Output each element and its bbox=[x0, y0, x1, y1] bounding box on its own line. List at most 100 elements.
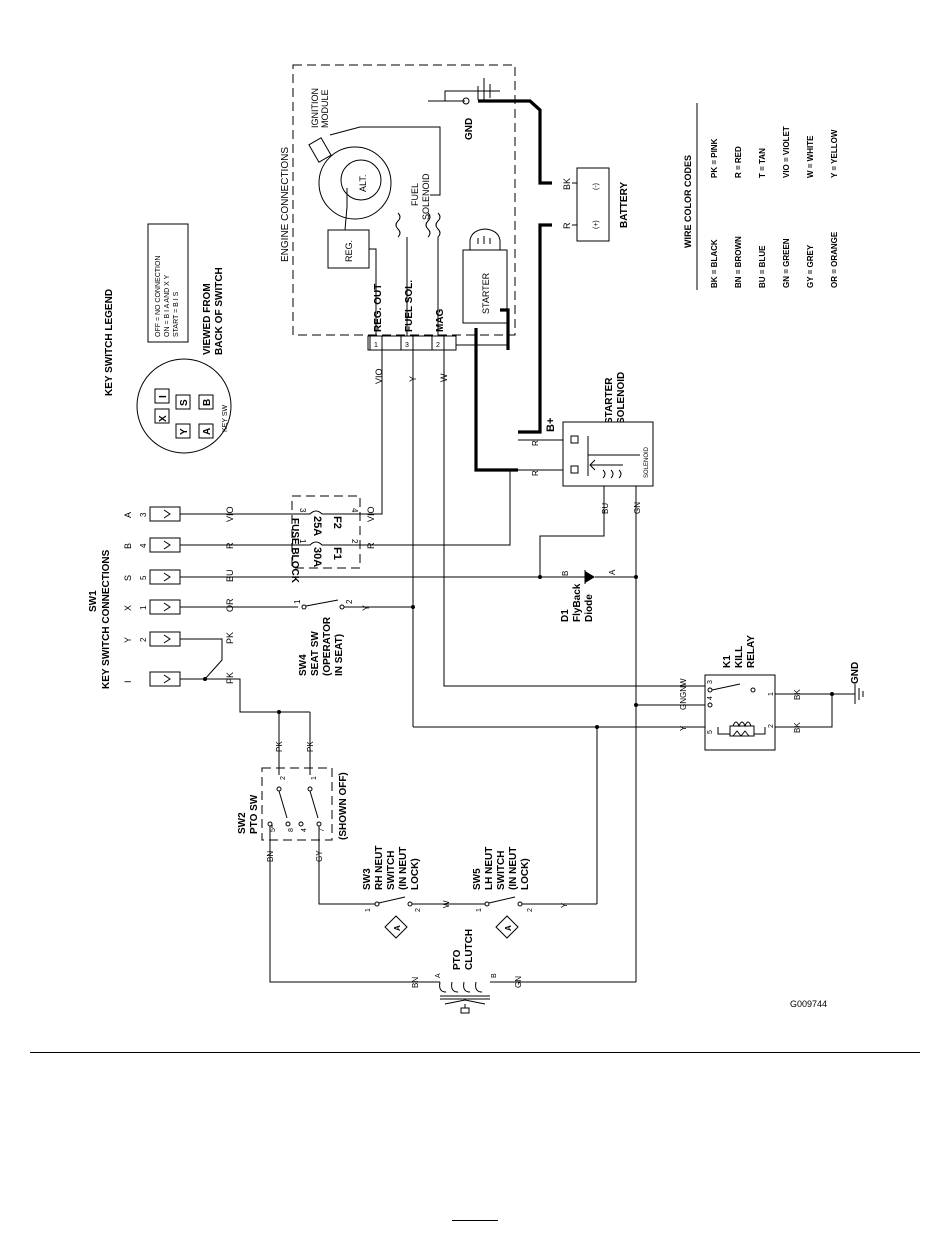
svg-text:1: 1 bbox=[139, 605, 148, 610]
gnd-label: GND bbox=[464, 118, 475, 140]
fuel-sol-label-1: FUEL bbox=[410, 183, 420, 206]
battery-cables bbox=[474, 99, 552, 472]
svg-text:PK: PK bbox=[275, 741, 284, 752]
key-switch-legend: KEY SWITCH LEGEND X I Y S A B KEY SW OFF… bbox=[104, 223, 232, 454]
svg-text:BK: BK bbox=[793, 722, 802, 733]
engine-dashed-border bbox=[292, 64, 516, 336]
legend-on: ON = B I A AND X Y bbox=[164, 274, 171, 337]
svg-text:SW3: SW3 bbox=[362, 868, 373, 890]
svg-text:S: S bbox=[123, 575, 133, 581]
svg-text:4: 4 bbox=[139, 543, 148, 548]
svg-text:4: 4 bbox=[707, 696, 714, 700]
fuel-solenoid-coil-1 bbox=[395, 212, 401, 238]
solenoid-box bbox=[562, 421, 654, 487]
key-switch-face bbox=[136, 358, 232, 454]
page-number-line bbox=[452, 1220, 498, 1221]
svg-text:T = TAN: T = TAN bbox=[758, 148, 767, 178]
svg-text:2: 2 bbox=[527, 908, 534, 912]
svg-text:SW2: SW2 bbox=[237, 812, 248, 834]
svg-text:1: 1 bbox=[298, 539, 307, 544]
ignition-label-1: IGNITION bbox=[310, 88, 320, 128]
battery-pos: (+) bbox=[593, 220, 600, 229]
svg-text:W: W bbox=[679, 678, 688, 686]
svg-text:1: 1 bbox=[768, 692, 775, 696]
pto-clutch: PTO CLUTCH A B BN GN bbox=[411, 929, 636, 1014]
svg-text:B: B bbox=[561, 571, 570, 576]
svg-text:A: A bbox=[123, 512, 133, 518]
svg-text:RH NEUT: RH NEUT bbox=[374, 846, 385, 890]
conn-pin-2: 2 bbox=[436, 342, 440, 349]
fuel-solenoid-coil-3 bbox=[425, 212, 431, 238]
svg-text:5: 5 bbox=[270, 828, 277, 832]
svg-text:30A: 30A bbox=[311, 547, 323, 567]
conn-mag: MAG bbox=[435, 308, 446, 332]
solenoid-title-2: SOLENOID bbox=[616, 372, 627, 424]
fuse-f1 bbox=[290, 541, 360, 546]
svg-text:SOLENOID: SOLENOID bbox=[644, 446, 650, 478]
starter-cap bbox=[469, 228, 501, 251]
svg-text:1: 1 bbox=[365, 908, 372, 912]
svg-text:BK: BK bbox=[793, 689, 802, 700]
sw4-seat-switch: 1 2 Y SW4 SEAT SW (OPERATOR IN SEAT) bbox=[293, 599, 415, 676]
svg-text:2: 2 bbox=[139, 637, 148, 642]
svg-text:PTO: PTO bbox=[452, 949, 463, 970]
svg-text:I: I bbox=[123, 680, 133, 683]
sw3-flag bbox=[384, 915, 408, 939]
svg-text:BK = BLACK: BK = BLACK bbox=[710, 239, 719, 288]
svg-text:A: A bbox=[435, 973, 442, 978]
svg-text:BN = BROWN: BN = BROWN bbox=[734, 236, 743, 288]
engine-harness: VIO Y W bbox=[374, 344, 690, 728]
svg-text:X: X bbox=[123, 605, 133, 611]
conn-pin-3: 3 bbox=[405, 342, 409, 349]
pto-switch-box bbox=[261, 767, 333, 841]
svg-text:PK = PINK: PK = PINK bbox=[710, 138, 719, 178]
svg-text:(IN NEUT: (IN NEUT bbox=[398, 847, 409, 890]
svg-text:R: R bbox=[531, 440, 540, 446]
svg-text:SWITCH: SWITCH bbox=[496, 851, 507, 890]
svg-text:A: A bbox=[393, 925, 402, 931]
sw1-connectors bbox=[149, 506, 181, 687]
svg-text:GN = GREEN: GN = GREEN bbox=[782, 238, 791, 288]
conn-pin-1: 1 bbox=[374, 342, 378, 349]
legend-s: S bbox=[179, 399, 190, 406]
svg-text:3: 3 bbox=[298, 508, 307, 513]
fuse-f2 bbox=[290, 510, 360, 515]
seat-switch-blade bbox=[305, 599, 339, 607]
svg-text:RELAY: RELAY bbox=[746, 635, 757, 668]
starter-cable bbox=[474, 328, 518, 472]
svg-text:Y: Y bbox=[361, 605, 371, 611]
engine-connections: ENGINE CONNECTIONS IGNITION MODULE ALT. … bbox=[280, 64, 516, 351]
svg-text:R: R bbox=[531, 470, 540, 476]
starter-label: STARTER bbox=[481, 272, 491, 314]
svg-text:SWITCH: SWITCH bbox=[386, 851, 397, 890]
svg-text:VIO: VIO bbox=[225, 506, 235, 522]
svg-text:5: 5 bbox=[707, 730, 714, 734]
svg-text:2: 2 bbox=[768, 724, 775, 728]
svg-text:W = WHITE: W = WHITE bbox=[806, 135, 815, 178]
svg-text:4: 4 bbox=[301, 828, 308, 832]
alternator bbox=[340, 159, 382, 201]
reg-label: REG. bbox=[344, 240, 354, 262]
sw5-flag bbox=[495, 915, 519, 939]
svg-text:BU: BU bbox=[225, 569, 235, 582]
svg-text:GND: GND bbox=[850, 662, 861, 684]
svg-text:GN: GN bbox=[514, 976, 523, 988]
ignition-module bbox=[308, 137, 332, 163]
alt-label: ALT. bbox=[358, 175, 368, 192]
svg-text:SW5: SW5 bbox=[472, 868, 483, 890]
figure-id: G009744 bbox=[790, 999, 827, 1009]
svg-text:BN: BN bbox=[411, 977, 420, 988]
ignition-wire bbox=[329, 126, 441, 196]
svg-text:GY: GY bbox=[315, 850, 324, 862]
sw1-key-switch: SW1 KEY SWITCH CONNECTIONS A B S X Y I 3… bbox=[88, 506, 592, 713]
svg-text:LOCK): LOCK) bbox=[520, 858, 531, 890]
svg-text:OR: OR bbox=[225, 598, 235, 612]
conn-fuel-sol: FUEL SOL. bbox=[404, 280, 415, 332]
svg-text:Y: Y bbox=[123, 637, 133, 643]
sw3-rh-neutral-switch: SW3 RH NEUT SWITCH (IN NEUT LOCK) 1 2 W … bbox=[362, 846, 485, 939]
legend-title: KEY SWITCH LEGEND bbox=[104, 289, 115, 396]
svg-text:GY = GREY: GY = GREY bbox=[806, 244, 815, 288]
battery-pos-wire: R bbox=[562, 222, 572, 229]
flyback-diode: B A D1 FlyBack Diode bbox=[538, 569, 638, 622]
